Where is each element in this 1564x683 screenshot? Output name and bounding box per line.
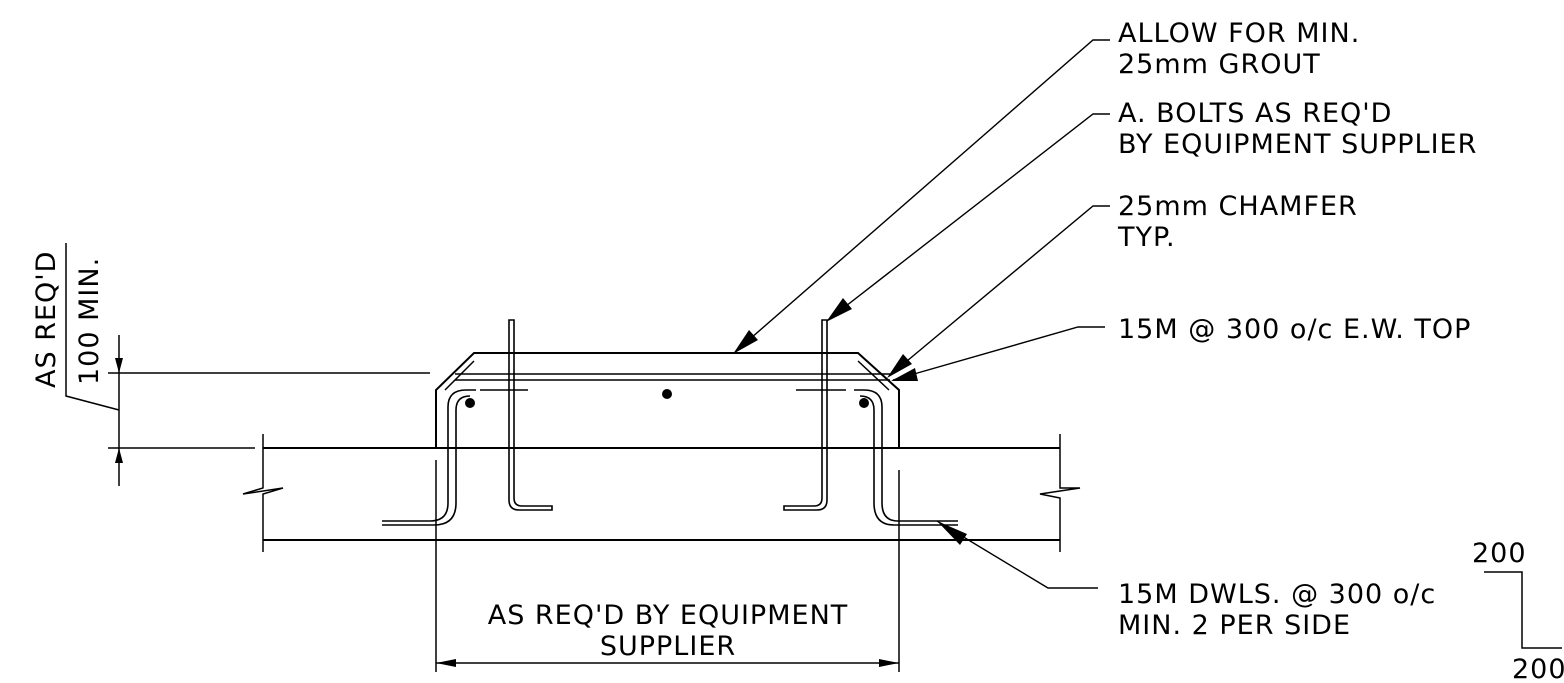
svg-text:A. BOLTS AS REQ'D: A. BOLTS AS REQ'D (1118, 98, 1392, 129)
svg-text:15M @ 300 o/c E.W. TOP: 15M @ 300 o/c E.W. TOP (1118, 314, 1471, 345)
note-anchor-bolts: A. BOLTS AS REQ'D BY EQUIPMENT SUPPLIER (1118, 98, 1477, 160)
svg-text:BY EQUIPMENT SUPPLIER: BY EQUIPMENT SUPPLIER (1118, 129, 1477, 160)
top-reinforcement (455, 373, 890, 408)
width-label-line1: AS REQ'D BY EQUIPMENT (488, 600, 849, 631)
scale-mark-bottom: 200 (1512, 654, 1564, 683)
pad (435, 352, 900, 448)
height-outer-label: AS REQ'D (31, 251, 62, 388)
note-top-reinforcement: 15M @ 300 o/c E.W. TOP (1118, 314, 1471, 345)
right-break-line (1039, 434, 1081, 552)
note-dowels: 15M DWLS. @ 300 o/c MIN. 2 PER SIDE (1118, 579, 1436, 641)
svg-text:ALLOW FOR MIN.: ALLOW FOR MIN. (1118, 18, 1360, 49)
slab (242, 434, 1081, 552)
note-grout: ALLOW FOR MIN. 25mm GROUT (1118, 18, 1360, 80)
width-label-line2: SUPPLIER (600, 631, 736, 662)
left-break-line (242, 434, 284, 552)
anchor-bolts (508, 319, 828, 511)
svg-text:15M DWLS. @ 300 o/c: 15M DWLS. @ 300 o/c (1118, 579, 1436, 610)
scale-mark: 200 200 (1472, 538, 1564, 683)
height-dimension: AS REQ'D 100 MIN. (31, 243, 430, 486)
note-chamfer: 25mm CHAMFER TYP. (1117, 191, 1358, 253)
scale-mark-top: 200 (1472, 538, 1527, 569)
height-inner-label: 100 MIN. (74, 257, 105, 385)
dowels (382, 389, 958, 526)
width-dimension: AS REQ'D BY EQUIPMENT SUPPLIER (435, 460, 900, 672)
leaders (733, 39, 1110, 589)
svg-text:25mm CHAMFER: 25mm CHAMFER (1118, 191, 1358, 222)
svg-text:25mm GROUT: 25mm GROUT (1118, 49, 1321, 80)
svg-text:MIN. 2 PER SIDE: MIN. 2 PER SIDE (1118, 610, 1351, 641)
svg-text:TYP.: TYP. (1117, 222, 1176, 253)
